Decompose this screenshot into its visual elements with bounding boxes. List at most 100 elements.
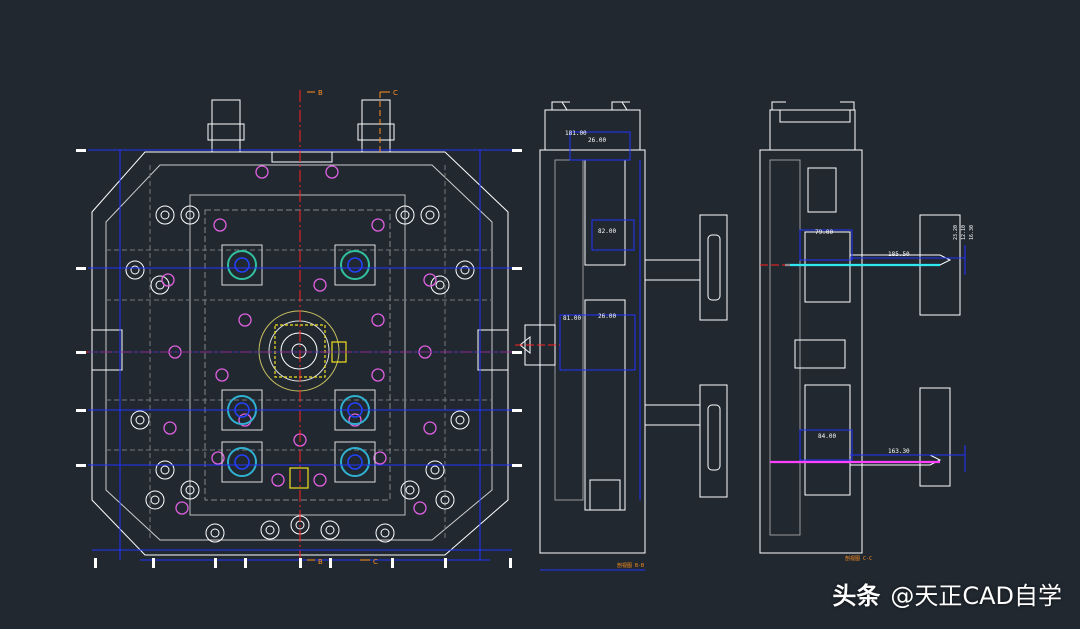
plan-mounting-hole-inner <box>455 415 465 425</box>
plan-ejector-pin <box>325 165 339 179</box>
cc-top-clamp <box>769 109 856 151</box>
plan-mounting-hole-inner <box>435 280 445 290</box>
plan-left-tab <box>91 329 123 371</box>
plan-mounting-hole-inner <box>130 265 140 275</box>
plan-top-cylinder-right <box>361 99 391 153</box>
section-marker-c-bottom: C <box>373 558 378 566</box>
bb-dim-box-low <box>559 314 636 371</box>
plan-ejector-pin <box>371 218 385 232</box>
bb-dim-box-top <box>569 131 631 161</box>
bb-dim-top2: 26.00 <box>588 137 606 144</box>
bb-dimensions <box>540 131 645 571</box>
plan-dimension-lines <box>88 149 512 561</box>
cc-dim-small-c: 16.30 <box>969 225 975 240</box>
plan-mounting-hole-inner <box>440 495 450 505</box>
cc-flow-lines <box>770 263 940 464</box>
cc-dim-lower-len: 163.30 <box>888 448 910 455</box>
section-marker-b-bottom: B <box>318 558 323 566</box>
cc-dim-box-upper <box>799 229 853 261</box>
bb-upper-cavity <box>584 159 626 266</box>
cc-dim-upper-len: 185.50 <box>888 251 910 258</box>
plan-mounting-hole-inner <box>160 210 170 220</box>
plan-mounting-hole <box>395 205 415 225</box>
bb-side-slot-lower <box>707 404 721 471</box>
watermark-brand: 头条 <box>832 582 881 610</box>
cc-lower-nozzle <box>849 454 942 466</box>
plan-ejector-pin <box>348 413 362 427</box>
cc-upper-nozzle <box>849 254 952 266</box>
plan-mounting-hole-inner <box>150 495 160 505</box>
bb-dimension-text: 181.00 26.00 82.00 81.00 26.00 剖视图 B-B <box>563 130 644 569</box>
dim-tick-bottom <box>329 558 332 568</box>
plan-cavity-frame <box>221 244 263 286</box>
plan-top-cylinder-left <box>211 99 241 153</box>
dim-tick-bottom <box>94 558 97 568</box>
plan-mounting-hole-inner <box>400 210 410 220</box>
plan-cavity-frame <box>334 244 376 286</box>
bb-inner-core <box>554 159 584 501</box>
plan-cavity-core <box>234 257 250 273</box>
plan-mounting-hole <box>430 275 450 295</box>
plan-mounting-hole <box>320 520 340 540</box>
section-marker-c-top: C <box>393 89 398 97</box>
dim-tick-right <box>512 351 522 354</box>
dim-tick-right <box>512 267 522 270</box>
plan-mounting-hole-inner <box>210 528 220 538</box>
plan-mounting-hole-inner <box>185 210 195 220</box>
bb-top-hook-right <box>611 101 630 111</box>
cc-dimension-text: 79.00 185.50 84.00 163.30 剖视图 C-C <box>815 229 910 562</box>
cc-main-body <box>759 149 863 554</box>
section-cc-view <box>759 101 961 554</box>
plan-mounting-hole <box>205 523 225 543</box>
plan-section-lines <box>307 91 390 561</box>
plan-mounting-hole <box>420 205 440 225</box>
plan-ejector-pin <box>215 368 229 382</box>
cc-top-hooks <box>771 101 855 110</box>
section-bb-view <box>519 101 728 554</box>
cc-inset-rect <box>794 339 846 369</box>
plan-cavity-ring <box>227 447 257 477</box>
plan-dimension-ticks <box>76 149 522 568</box>
plan-center-nozzle-outer <box>268 320 330 382</box>
plan-mounting-hole-inner <box>265 525 275 535</box>
cc-dim-small-b: 12.10 <box>961 225 967 240</box>
dim-tick-left <box>76 409 86 412</box>
plan-cavity-frame <box>221 441 263 483</box>
dim-tick-bottom <box>509 558 512 568</box>
plan-cavity-ring <box>340 250 370 280</box>
dim-tick-right <box>512 409 522 412</box>
cc-upper-slot <box>807 167 837 213</box>
dim-tick-bottom <box>214 558 217 568</box>
plan-cavity-ring <box>227 250 257 280</box>
bb-side-slot-upper <box>707 234 721 301</box>
bb-dim-low2: 26.00 <box>598 313 616 320</box>
dim-tick-left <box>76 464 86 467</box>
plan-cavity-core <box>347 454 363 470</box>
plan-cavity-block <box>189 194 406 516</box>
plan-insert-region <box>204 209 391 501</box>
plan-ejector-pin <box>371 313 385 327</box>
plan-mounting-hole <box>435 490 455 510</box>
plan-ejector-pin <box>211 451 225 465</box>
cc-side-block-lower <box>919 387 951 487</box>
plan-ejector-pin <box>175 501 189 515</box>
dim-tick-bottom <box>244 558 247 568</box>
plan-ejector-pin <box>313 278 327 292</box>
plan-ejector-pin <box>423 421 437 435</box>
plan-mounting-hole-inner <box>185 485 195 495</box>
plan-mounting-hole <box>400 480 420 500</box>
bb-dim-top: 181.00 <box>565 130 587 137</box>
plan-ejector-pins <box>161 165 437 515</box>
plan-mounting-hole <box>260 520 280 540</box>
bb-bottom-block <box>589 479 621 511</box>
plan-ejector-pin <box>161 273 175 287</box>
cc-dimensions <box>799 229 966 472</box>
dim-tick-left <box>76 149 86 152</box>
cc-top-plate <box>779 109 851 123</box>
cc-lower-channel <box>804 384 851 496</box>
bb-main-body <box>539 149 646 554</box>
cc-inner-core <box>769 159 801 536</box>
cc-dim-lower: 84.00 <box>818 433 836 440</box>
